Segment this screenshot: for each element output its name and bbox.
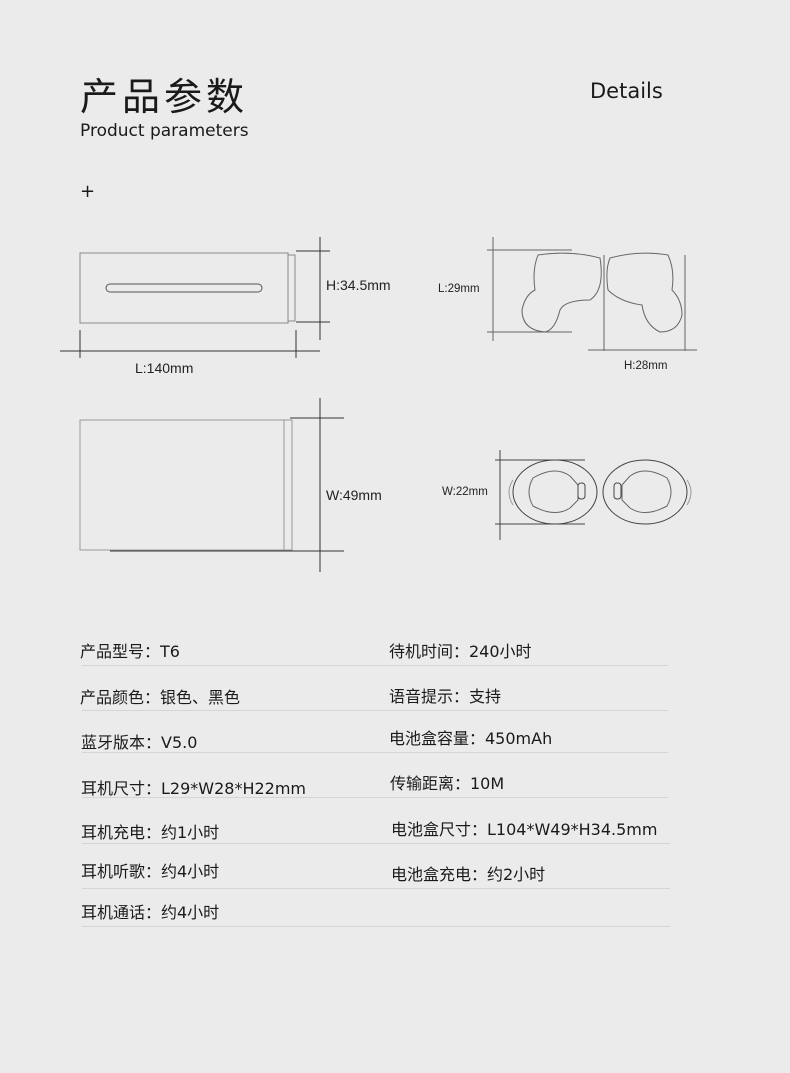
- bud-height-label: H:28mm: [624, 360, 668, 372]
- earbud-front-view: [495, 450, 692, 540]
- bud-length-label: L:29mm: [438, 283, 480, 295]
- earbud-side-view: [487, 237, 697, 351]
- case-width-label: W:49mm: [326, 487, 382, 503]
- spec-bluetooth: 蓝牙版本：V5.0: [81, 733, 198, 752]
- spec-music-time: 耳机听歌：约4小时: [81, 862, 220, 881]
- details-label: Details: [590, 79, 663, 103]
- spec-range: 传输距离：10M: [390, 774, 505, 793]
- divider: [82, 665, 668, 666]
- case-height-label: H:34.5mm: [326, 277, 391, 293]
- divider: [82, 843, 670, 844]
- spec-bud-size: 耳机尺寸：L29*W28*H22mm: [81, 779, 307, 798]
- bud-width-label: W:22mm: [442, 486, 488, 498]
- spec-color: 产品颜色：银色、黑色: [80, 688, 241, 707]
- plus-icon: +: [80, 181, 96, 202]
- divider: [82, 752, 668, 753]
- divider: [82, 710, 668, 711]
- spec-bud-charge: 耳机充电：约1小时: [81, 823, 220, 842]
- divider: [82, 797, 668, 798]
- spec-voice-prompt: 语音提示：支持: [389, 687, 502, 706]
- spec-talk-time: 耳机通话：约4小时: [81, 903, 220, 922]
- spec-model: 产品型号：T6: [80, 642, 180, 661]
- divider: [82, 926, 670, 927]
- spec-standby: 待机时间：240小时: [389, 642, 532, 661]
- page-subtitle: Product parameters: [80, 121, 249, 141]
- spec-case-capacity: 电池盒容量：450mAh: [389, 729, 553, 748]
- case-side-view: [60, 237, 330, 358]
- spec-case-charge: 电池盒充电：约2小时: [391, 865, 546, 884]
- spec-case-size: 电池盒尺寸：L104*W49*H34.5mm: [391, 820, 658, 839]
- case-length-label: L:140mm: [135, 360, 194, 376]
- case-top-view: [79, 398, 344, 572]
- divider: [82, 888, 670, 889]
- page-title: 产品参数: [80, 75, 249, 119]
- dimension-drawings: [60, 237, 697, 572]
